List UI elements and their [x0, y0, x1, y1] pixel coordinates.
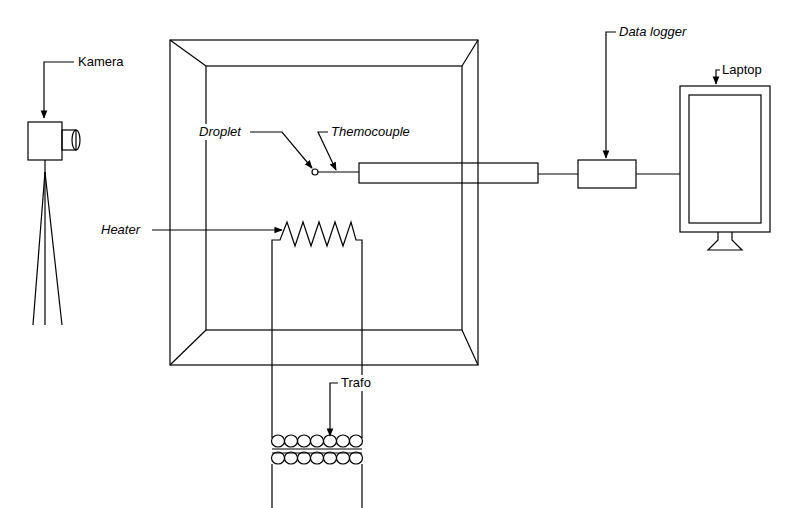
- coil-winding: [298, 435, 311, 447]
- leader-line: [152, 229, 282, 230]
- chamber-outer: [170, 40, 478, 365]
- coil-winding: [272, 435, 285, 447]
- part-label: Laptop: [721, 62, 763, 78]
- part-label: Heater: [100, 222, 141, 238]
- wire: [361, 245, 362, 438]
- coil-winding: [311, 435, 324, 447]
- transformer: [272, 435, 363, 464]
- chamber-inner: [206, 66, 462, 330]
- coil-winding: [337, 435, 350, 447]
- droplet: [312, 169, 318, 175]
- coil-winding: [285, 452, 298, 464]
- thermocouple-probe: [359, 163, 538, 183]
- heater-coil: [272, 222, 362, 246]
- part-label: Droplet: [198, 124, 242, 140]
- part-label: Kamera: [77, 54, 125, 70]
- coil-winding: [324, 452, 337, 464]
- coil-winding: [350, 435, 363, 447]
- coil-winding: [324, 435, 337, 447]
- data-logger-box: [578, 160, 636, 188]
- coil-winding: [298, 452, 311, 464]
- thermocouple-wire: [318, 171, 359, 172]
- leader-line: [716, 70, 720, 84]
- coil-winding: [311, 452, 324, 464]
- leader-line: [250, 132, 312, 168]
- laptop-monitor: [680, 86, 770, 232]
- coil-winding: [285, 435, 298, 447]
- part-label: Trafo: [340, 375, 372, 391]
- coil-winding: [350, 452, 363, 464]
- leader-line: [330, 383, 338, 436]
- part-label: Data logger: [618, 24, 687, 40]
- leader-line: [606, 32, 616, 158]
- wire: [271, 245, 272, 438]
- leader-line: [44, 62, 74, 118]
- camera-body: [28, 122, 62, 160]
- part-label: Themocouple: [330, 124, 411, 140]
- coil-winding: [272, 452, 285, 464]
- coil-winding: [337, 452, 350, 464]
